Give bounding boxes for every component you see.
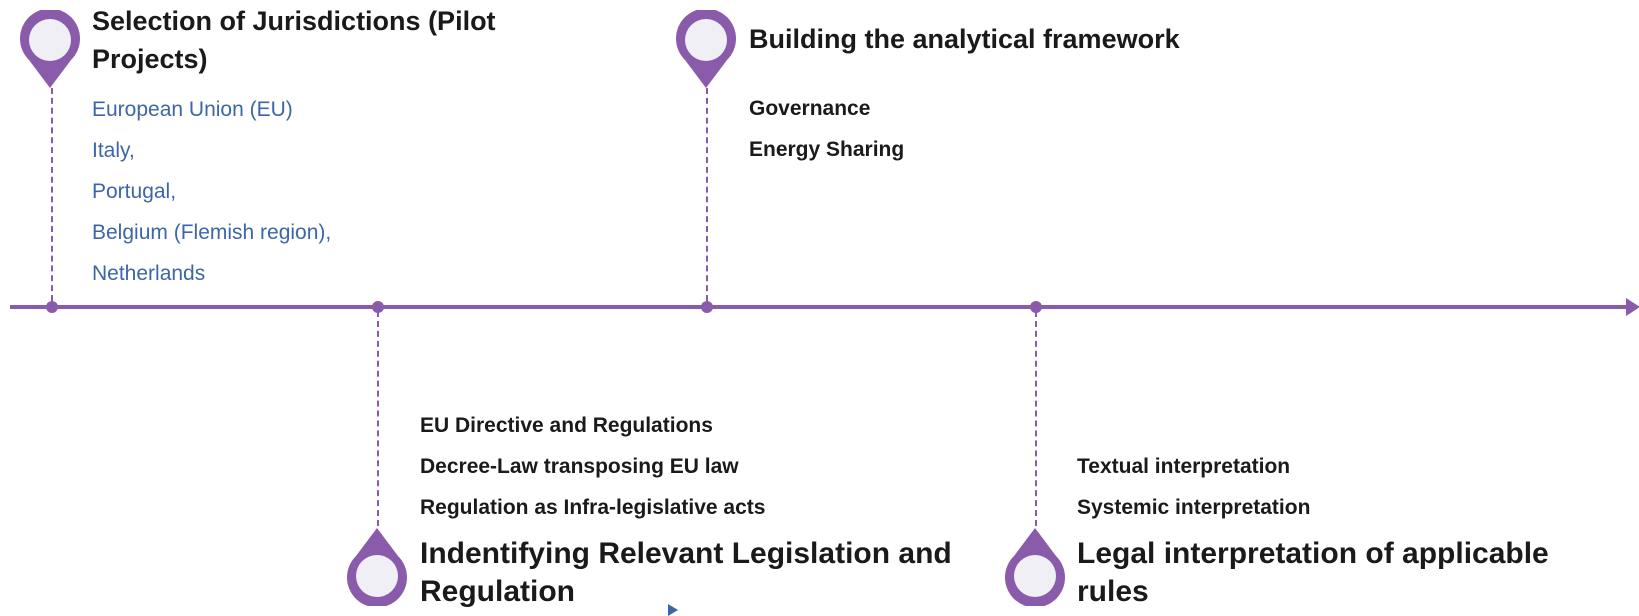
milestone-4-list: Textual interpretation Systemic interpre…	[1077, 446, 1310, 528]
timeline-axis	[10, 305, 1630, 309]
list-item: Systemic interpretation	[1077, 496, 1311, 519]
list-item: Decree-Law transposing EU law	[420, 455, 739, 478]
list-item: Portugal,	[92, 180, 177, 203]
location-pin-icon	[20, 10, 80, 88]
list-item: Belgium (Flemish region),	[92, 221, 332, 244]
arrow-right-icon	[668, 604, 678, 616]
location-pin-icon	[347, 528, 407, 606]
arrow-right-icon	[1626, 298, 1639, 316]
timeline-node-3	[701, 301, 713, 313]
location-pin-icon	[1005, 528, 1065, 606]
connector-4	[1035, 311, 1037, 526]
milestone-2-list: EU Directive and Regulations Decree-Law …	[420, 405, 765, 528]
list-item: EU Directive and Regulations	[420, 414, 713, 437]
list-item: European Union (EU)	[92, 98, 293, 121]
list-item: Italy,	[92, 139, 135, 162]
milestone-2-title: Indentifying Relevant Legislation and Re…	[420, 537, 952, 608]
milestone-1-list: European Union (EU) Italy, Portugal, Bel…	[92, 89, 331, 294]
milestone-3-list: Governance Energy Sharing	[749, 88, 904, 170]
timeline-node-2	[372, 301, 384, 313]
timeline-node-4	[1030, 301, 1042, 313]
list-item: Governance	[749, 97, 871, 120]
milestone-4-title: Legal interpretation of applicable rules	[1077, 537, 1549, 608]
list-item: Netherlands	[92, 262, 206, 285]
connector-3	[706, 88, 708, 301]
connector-2	[377, 311, 379, 526]
location-pin-icon	[676, 10, 736, 88]
list-item: Energy Sharing	[749, 138, 905, 161]
milestone-3-title: Building the analytical framework	[749, 24, 1180, 54]
milestone-1-title: Selection of Jurisdictions (Pilot Projec…	[92, 6, 496, 74]
connector-1	[51, 88, 53, 301]
list-item: Textual interpretation	[1077, 455, 1291, 478]
timeline-node-1	[46, 301, 58, 313]
list-item: Regulation as Infra-legislative acts	[420, 496, 766, 519]
